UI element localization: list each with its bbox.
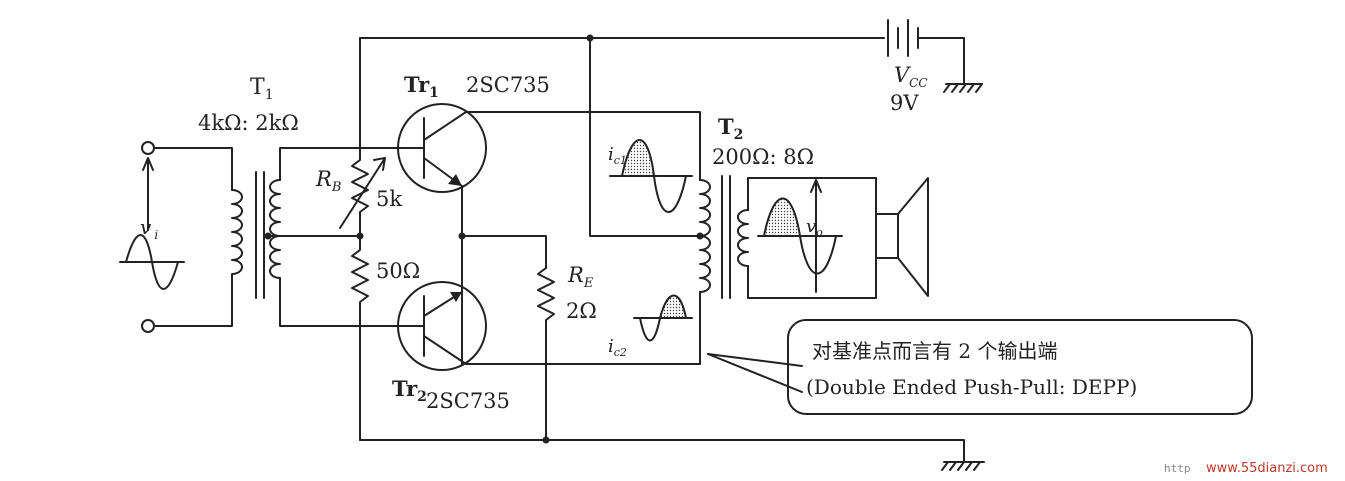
emitter-resistor-re [458, 232, 555, 444]
input-terminal-bottom [141, 319, 155, 333]
power-supply [359, 19, 985, 471]
ic2-label: ic2 [608, 336, 627, 359]
resistor-50-ohm-value: 50Ω [376, 259, 420, 283]
rb-label: RB [315, 167, 341, 195]
t2-secondary-coil [737, 209, 749, 267]
resistor-50-ohm [351, 235, 369, 441]
vcc-value: 9V [890, 91, 919, 115]
watermark-prefix: http [1164, 462, 1191, 475]
vo-waveform [757, 179, 843, 293]
callout-box: 对基准点而言有 2 个输出端 (Double Ended Push-Pull: … [707, 319, 1253, 415]
ic1-label: ic1 [608, 144, 627, 167]
callout-line-2: (Double Ended Push-Pull: DEPP) [806, 375, 1137, 399]
t2-ratio: 200Ω: 8Ω [712, 145, 814, 169]
ic1-waveform [609, 139, 693, 213]
input-transformer-t1 [231, 147, 411, 327]
tr1-label: Tr1 [404, 72, 439, 101]
t1-ratio: 4kΩ: 2kΩ [198, 111, 299, 135]
rb-variable-resistor [351, 137, 369, 237]
vo-label: vo [806, 216, 823, 239]
tr2-label: Tr2 [392, 376, 427, 405]
output-transformer-t2 [696, 175, 877, 299]
transistor-tr2 [397, 281, 701, 371]
re-resistor [537, 267, 555, 441]
ground-symbol-top [943, 83, 983, 93]
speaker-icon [875, 177, 929, 297]
re-label: RE [567, 263, 594, 291]
battery-vcc [887, 19, 919, 57]
tr2-part-number: 2SC735 [426, 389, 510, 413]
watermark: http www.55dianzi.com [1164, 461, 1328, 476]
t1-label: T1 [250, 75, 274, 103]
re-value: 2Ω [566, 299, 597, 323]
rb-adjust-arrow [339, 157, 386, 229]
ground-symbol-bottom [941, 461, 985, 471]
bias-network [339, 37, 386, 441]
input-terminal-top [141, 141, 155, 155]
vo-arrow [810, 179, 822, 293]
transistor-tr1 [397, 103, 701, 365]
watermark-site: www.55dianzi.com [1206, 461, 1328, 476]
tr1-part-number: 2SC735 [466, 73, 550, 97]
t1-secondary-coil [269, 179, 281, 279]
rb-value: 5k [376, 187, 402, 211]
vi-arrow [142, 157, 154, 231]
t2-label: T2 [718, 114, 743, 143]
ic2-waveform [633, 294, 693, 342]
vcc-label: VCC [894, 63, 928, 90]
callout-line-1: 对基准点而言有 2 个输出端 [812, 339, 1057, 363]
component-labels: T1 4kΩ: 2kΩ Tr1 2SC735 RB 5k 50Ω RE 2Ω T… [140, 63, 928, 413]
input-section [119, 141, 233, 333]
t1-primary-coil [231, 189, 243, 283]
